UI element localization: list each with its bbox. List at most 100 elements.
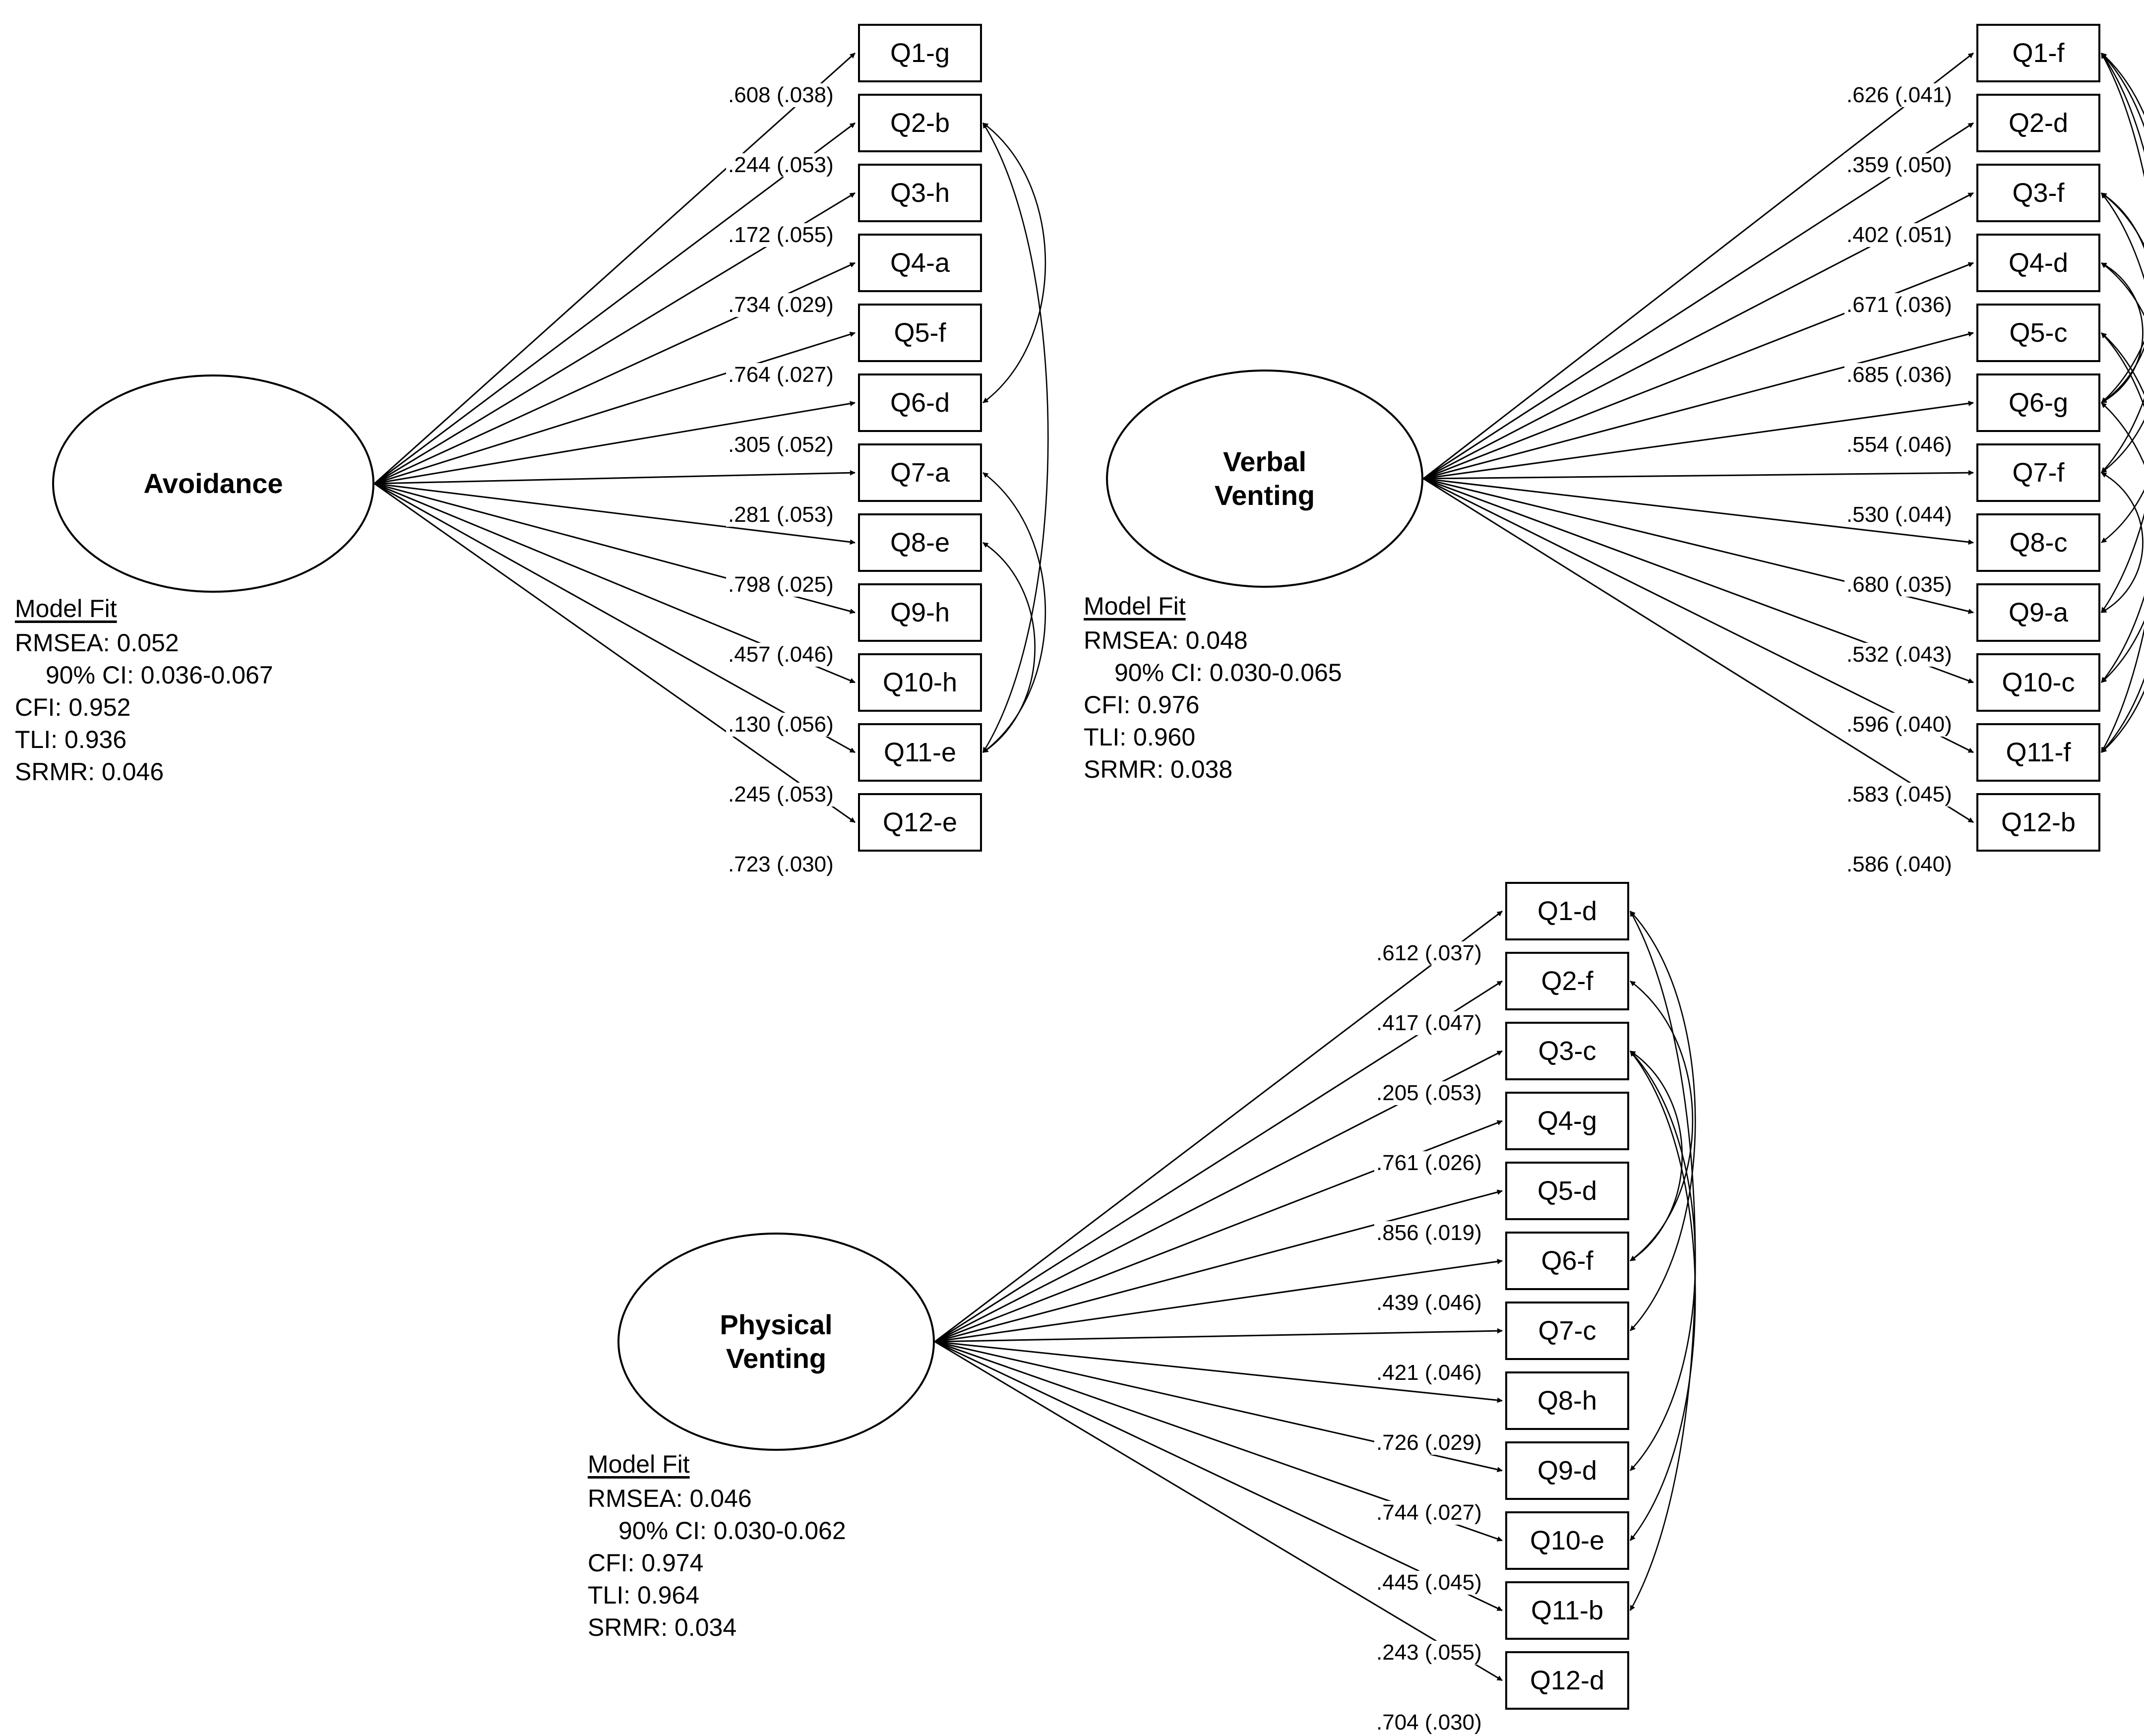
residual-correlation-arc	[1630, 911, 1696, 1331]
indicator-box: Q2-d	[1976, 94, 2100, 152]
model-fit-cfi: CFI: 0.952	[15, 693, 131, 721]
loading-label: .586 (.040)	[1844, 853, 1954, 876]
indicator-box: Q3-c	[1505, 1022, 1629, 1080]
residual-correlation-arc	[982, 122, 1046, 404]
indicator-box: Q7-f	[1976, 443, 2100, 502]
residual-correlation-arc	[1630, 1050, 1683, 1262]
loading-arrow	[934, 1341, 1503, 1681]
loading-label: .281 (.053)	[726, 503, 836, 527]
loading-label: .457 (.046)	[726, 643, 836, 667]
loading-label: .244 (.053)	[726, 153, 836, 177]
model-fit-rmsea: RMSEA: 0.052	[15, 629, 179, 657]
model-fit-tli: TLI: 0.964	[588, 1581, 700, 1609]
loading-arrow	[934, 980, 1503, 1343]
loading-label: .798 (.025)	[726, 573, 836, 597]
loading-label: .445 (.045)	[1374, 1571, 1484, 1595]
indicator-box: Q4-d	[1976, 234, 2100, 292]
loading-label: .421 (.046)	[1374, 1361, 1484, 1385]
model-fit-srmr: SRMR: 0.046	[15, 758, 164, 786]
indicator-box: Q2-f	[1505, 952, 1629, 1010]
indicator-box: Q6-g	[1976, 373, 2100, 432]
indicator-box: Q6-f	[1505, 1232, 1629, 1290]
residual-correlation-arc	[2101, 192, 2144, 404]
loading-label: .402 (.051)	[1844, 223, 1954, 247]
loading-arrow	[934, 910, 1503, 1343]
loading-label: .530 (.044)	[1844, 503, 1954, 527]
residual-correlation-arc	[2101, 262, 2144, 544]
loading-arrow	[374, 470, 856, 485]
indicator-box: Q5-d	[1505, 1162, 1629, 1220]
loading-label: .626 (.041)	[1844, 83, 1954, 107]
indicator-box: Q10-e	[1505, 1511, 1629, 1570]
model-fit-srmr: SRMR: 0.038	[1084, 755, 1233, 783]
model-fit-rmsea: RMSEA: 0.048	[1084, 626, 1248, 654]
loading-arrow	[934, 1189, 1503, 1343]
model-fit-ci: 90% CI: 0.036-0.067	[46, 661, 273, 689]
loading-label: .680 (.035)	[1844, 573, 1954, 597]
loading-label: .734 (.029)	[726, 293, 836, 317]
residual-correlation-arc	[2101, 472, 2144, 614]
loading-arrow	[374, 331, 856, 485]
loading-arrow	[1423, 400, 1974, 480]
loading-arrow	[374, 483, 856, 753]
model-fit-title: Model Fit	[15, 595, 117, 622]
indicator-box: Q8-c	[1976, 513, 2100, 572]
residual-correlation-arc	[982, 123, 1049, 753]
indicator-box: Q4-g	[1505, 1092, 1629, 1150]
residual-correlation-arc	[1630, 1051, 1696, 1471]
loading-label: .245 (.053)	[726, 783, 836, 806]
loading-label: .612 (.037)	[1374, 941, 1484, 965]
loading-label: .172 (.055)	[726, 223, 836, 247]
indicator-box: Q9-h	[858, 583, 982, 642]
loading-label: .856 (.019)	[1374, 1221, 1484, 1245]
model-fit-title: Model Fit	[1084, 592, 1186, 620]
indicator-box: Q7-a	[858, 443, 982, 502]
residual-correlation-arc	[1629, 1051, 1696, 1541]
loading-label: .417 (.047)	[1374, 1011, 1484, 1035]
indicator-box: Q10-h	[858, 653, 982, 712]
residual-correlation-arc	[1630, 980, 1694, 1262]
loading-label: .726 (.029)	[1374, 1431, 1484, 1455]
residual-correlation-arc	[2100, 53, 2144, 753]
indicator-box: Q9-d	[1505, 1441, 1629, 1500]
loading-arrow	[1423, 478, 1974, 823]
loading-arrow	[934, 1341, 1503, 1612]
residual-correlation-arc	[2101, 53, 2144, 403]
indicator-box: Q7-c	[1505, 1302, 1629, 1360]
indicator-box: Q8-h	[1505, 1371, 1629, 1430]
residual-correlation-arc	[2101, 53, 2144, 473]
loading-arrow	[374, 483, 856, 823]
indicator-box: Q3-f	[1976, 164, 2100, 222]
loading-label: .243 (.055)	[1374, 1641, 1484, 1665]
loading-arrow	[373, 52, 856, 485]
loading-arrow	[934, 1341, 1503, 1403]
loading-label: .671 (.036)	[1844, 293, 1954, 317]
loading-arrow	[374, 483, 856, 545]
loading-arrow	[1423, 331, 1974, 480]
indicator-box: Q6-d	[858, 373, 982, 432]
loading-label: .205 (.053)	[1374, 1081, 1484, 1105]
loading-arrow	[1423, 478, 1974, 753]
loading-label: .305 (.052)	[726, 433, 836, 457]
residual-correlation-arc	[2101, 262, 2144, 404]
residual-correlation-arc	[2101, 332, 2144, 683]
residual-correlation-arc	[2100, 53, 2144, 613]
indicator-box: Q11-b	[1505, 1581, 1629, 1640]
loading-label: .744 (.027)	[1374, 1501, 1484, 1525]
model-fit-ci: 90% CI: 0.030-0.062	[618, 1517, 846, 1545]
loading-arrow	[1423, 52, 1974, 480]
indicator-box: Q8-e	[858, 513, 982, 572]
indicator-box: Q3-h	[858, 164, 982, 222]
residual-correlation-arc	[2101, 402, 2144, 753]
indicator-box: Q12-d	[1505, 1651, 1629, 1710]
indicator-box: Q12-b	[1976, 793, 2100, 852]
model-fit-ci: 90% CI: 0.030-0.065	[1114, 659, 1342, 686]
loading-label: .704 (.030)	[1374, 1711, 1484, 1735]
